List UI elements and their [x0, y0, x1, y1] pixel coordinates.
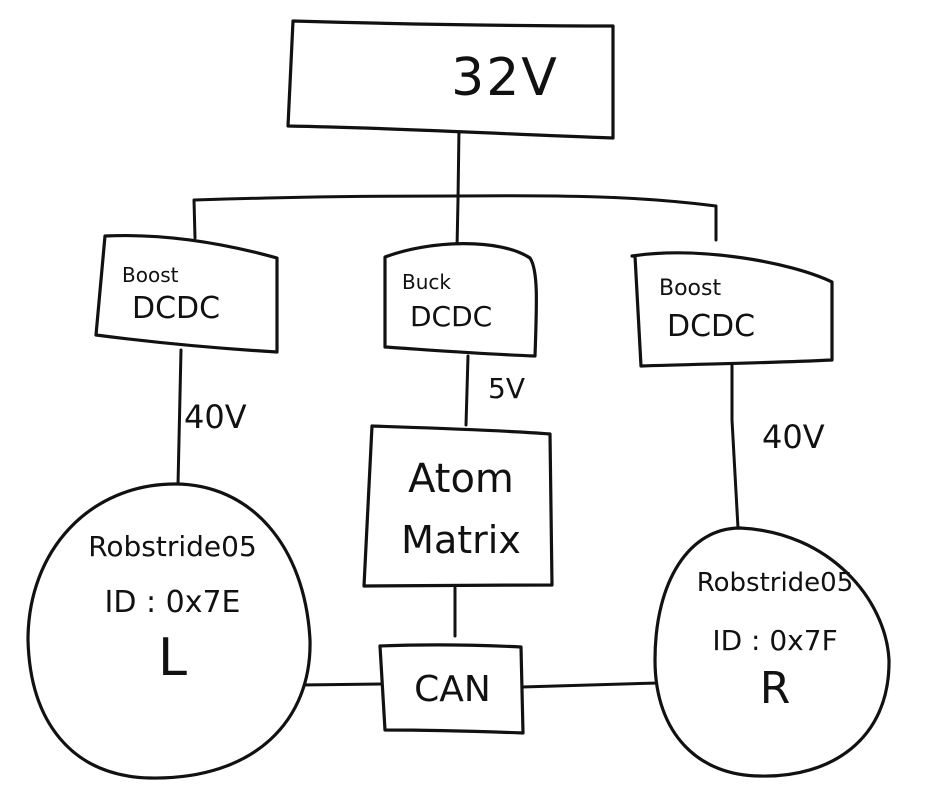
atom-matrix-box — [362, 424, 554, 588]
power-source-label: 32V — [451, 47, 559, 108]
edge-label-center-5v: 5V — [488, 372, 525, 405]
motor-left-node: Robstride05 ID : 0x7E L — [40, 530, 305, 740]
can-box — [378, 643, 525, 735]
wire-bus-to-buck — [455, 198, 460, 250]
wire-boost-right-to-motor-right — [730, 363, 740, 530]
motor-right-node: Robstride05 ID : 0x7F R — [670, 568, 880, 758]
wire-can-to-motor-left — [298, 682, 384, 687]
buck-line1: Buck — [402, 269, 451, 294]
boost-left-box — [94, 233, 279, 354]
wire-can-to-motor-right — [520, 681, 660, 689]
atom-matrix-line1: Atom — [408, 455, 514, 502]
edge-label-left-40v: 40V — [184, 398, 247, 436]
motor-left-id: ID : 0x7E — [104, 585, 241, 620]
motor-right-id: ID : 0x7F — [712, 624, 838, 657]
boost-left-line2: DCDC — [132, 290, 221, 326]
wire-boost-left-to-motor-left — [176, 348, 183, 487]
can-label: CAN — [414, 668, 491, 710]
wire-buck-to-atom — [464, 354, 470, 427]
motor-left-circle — [26, 482, 312, 780]
wire-source-to-bus — [456, 126, 461, 202]
buck-line2: DCDC — [410, 299, 493, 333]
power-source-box — [286, 19, 615, 140]
boost-left-node: Boost DCDC — [110, 248, 270, 340]
boost-right-box — [630, 251, 834, 368]
motor-right-side: R — [759, 663, 791, 714]
motor-left-side: L — [158, 628, 187, 688]
motor-right-name: Robstride05 — [696, 568, 854, 598]
boost-right-line1: Boost — [659, 276, 722, 301]
atom-matrix-node: Atom Matrix — [372, 436, 550, 581]
power-source-node: 32V — [300, 30, 600, 125]
wire-power-bus — [192, 194, 718, 242]
motor-right-circle — [653, 526, 891, 778]
atom-matrix-line2: Matrix — [401, 517, 521, 562]
can-node: CAN — [385, 650, 520, 728]
motor-left-name: Robstride05 — [88, 530, 257, 563]
edge-label-right-40v: 40V — [762, 418, 825, 456]
buck-box — [383, 242, 539, 358]
boost-right-line2: DCDC — [667, 309, 756, 344]
boost-right-node: Boost DCDC — [645, 260, 825, 360]
buck-node: Buck DCDC — [390, 255, 530, 347]
boost-left-line1: Boost — [122, 262, 179, 287]
